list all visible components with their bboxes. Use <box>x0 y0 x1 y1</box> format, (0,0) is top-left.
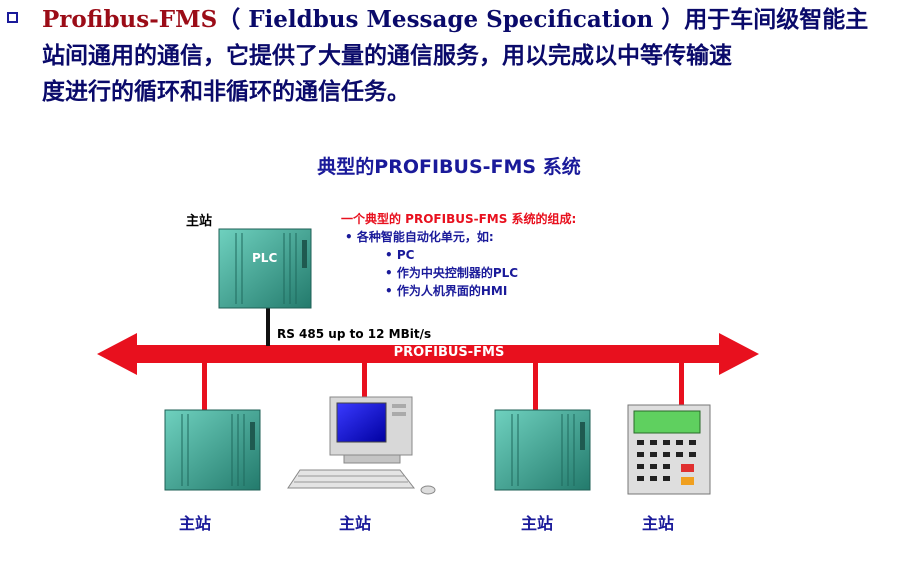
system-composition-note: 一个典型的 PROFIBUS-FMS 系统的组成: • 各种智能自动化单元，如:… <box>341 210 576 300</box>
note-sub-hmi: • 作为人机界面的HMI <box>385 284 508 298</box>
bus-label: PROFIBUS-FMS <box>393 345 505 360</box>
intro-line-3: 度进行的循环和非循环的通信任务。 <box>42 78 410 105</box>
bullet-icon <box>7 12 18 23</box>
station-label-3: 主站 <box>521 514 554 533</box>
plc-label: PLC <box>252 251 277 265</box>
intro-paragraph: Profibus-FMS（ Fieldbus Message Specifica… <box>42 2 888 110</box>
note-heading: 一个典型的 PROFIBUS-FMS 系统的组成: <box>341 212 577 226</box>
top-link-line <box>266 303 270 346</box>
intro-line-1-rest: （ Fieldbus Message Specification ）用于车间级智… <box>217 6 869 33</box>
note-sub-plc: • 作为中央控制器的PLC <box>385 266 519 280</box>
station-hmi-icon <box>627 404 711 495</box>
figure-title: 典型的PROFIBUS-FMS 系统 <box>317 156 581 178</box>
drop-line-1 <box>202 362 207 410</box>
drop-line-4 <box>679 362 684 407</box>
intro-line-2: 站间通用的通信，它提供了大量的通信服务，用以完成以中等传输速 <box>42 42 732 69</box>
rs485-link-label: RS 485 up to 12 MBit/s <box>277 327 432 341</box>
station-label-1: 主站 <box>179 514 212 533</box>
note-item-units: • 各种智能自动化单元，如: <box>345 230 494 244</box>
station-label-4: 主站 <box>642 514 675 533</box>
drop-line-3 <box>533 362 538 410</box>
note-sub-pc: • PC <box>385 248 415 262</box>
term-profibus-fms: Profibus-FMS <box>42 6 218 33</box>
drop-line-2 <box>362 362 367 398</box>
station-pc-icon <box>287 396 436 495</box>
top-plc-icon: PLC <box>218 228 312 309</box>
station-plc-2-icon <box>494 409 591 491</box>
station-plc-1-icon <box>164 409 261 491</box>
top-station-label: 主站 <box>186 214 213 229</box>
intro-line-1: Profibus-FMS（ Fieldbus Message Specifica… <box>42 2 888 38</box>
profibus-bus-arrow <box>97 333 759 375</box>
station-label-2: 主站 <box>339 514 372 533</box>
